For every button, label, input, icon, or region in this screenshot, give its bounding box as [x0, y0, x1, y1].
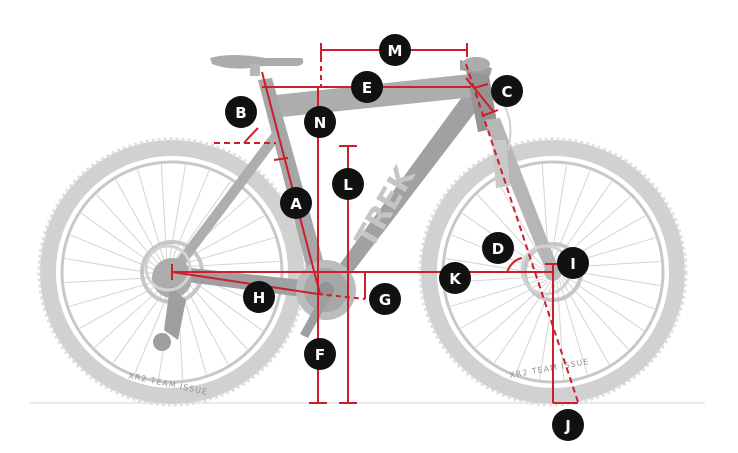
label-j: J [552, 409, 584, 441]
spoke [562, 271, 655, 310]
bike-illustration: XR2 TEAM ISSUE XR2 TEAM ISSUE TREK [37, 55, 688, 407]
label-e: E [351, 71, 383, 103]
spoke [183, 274, 263, 332]
spoke [181, 237, 275, 265]
svg-text:L: L [343, 176, 353, 194]
spoke [556, 280, 565, 380]
spoke [450, 277, 546, 307]
spoke [561, 276, 629, 350]
svg-text:F: F [315, 346, 325, 364]
spoke [562, 273, 644, 332]
spoke [112, 283, 170, 363]
spoke [64, 257, 161, 276]
spoke [496, 179, 546, 267]
measurement-labels: M E C B N L A D [225, 34, 589, 441]
svg-text:D: D [492, 240, 504, 258]
spoke [168, 164, 187, 261]
label-g: G [369, 283, 401, 315]
label-h: H [243, 281, 275, 313]
spoke [558, 279, 588, 375]
spoke [69, 279, 163, 307]
label-b: B [225, 96, 257, 128]
label-m: M [379, 34, 411, 66]
spoke [94, 282, 168, 348]
svg-text:H: H [253, 289, 266, 307]
rear-rotor [144, 244, 192, 292]
svg-text:A: A [290, 195, 302, 213]
label-f: F [304, 338, 336, 370]
label-l: L [332, 168, 364, 200]
spoke [560, 277, 610, 365]
svg-text:G: G [379, 291, 391, 309]
spoke [179, 281, 207, 375]
svg-text:N: N [314, 114, 327, 132]
spoke [182, 276, 248, 350]
label-n: N [304, 106, 336, 138]
label-d: D [482, 232, 514, 264]
spoke [460, 279, 548, 329]
svg-text:C: C [501, 83, 512, 101]
label-k: K [439, 262, 471, 294]
spoke [180, 279, 229, 365]
svg-text:J: J [564, 417, 571, 435]
label-c: C [491, 75, 523, 107]
svg-text:B: B [235, 104, 246, 122]
spoke [171, 170, 210, 261]
spoke [182, 260, 280, 268]
spoke [115, 179, 164, 265]
spoke [554, 181, 613, 263]
spoke [515, 281, 554, 374]
spoke [552, 170, 591, 263]
svg-text:E: E [362, 79, 372, 97]
label-i: I [557, 247, 589, 279]
spoke [493, 281, 552, 363]
saddle [210, 55, 304, 76]
svg-text:K: K [449, 270, 462, 288]
spoke [477, 194, 545, 268]
spoke [174, 181, 232, 261]
svg-text:M: M [388, 42, 403, 60]
spoke [179, 215, 265, 264]
spoke [134, 283, 173, 374]
svg-text:I: I [570, 255, 576, 273]
spoke [64, 276, 162, 284]
spoke [79, 280, 165, 329]
label-a: A [280, 187, 312, 219]
